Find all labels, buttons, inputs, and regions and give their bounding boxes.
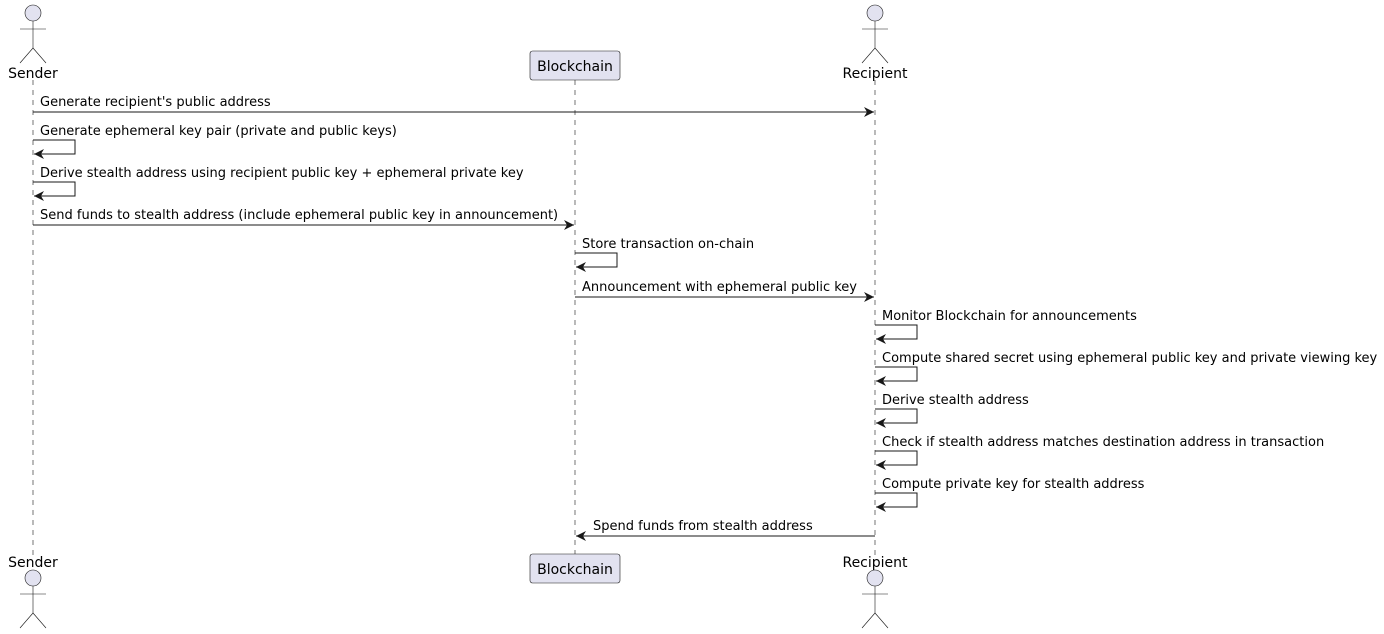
blockchain-bottom-box: Blockchain — [529, 553, 621, 584]
blockchain-top-box: Blockchain — [529, 50, 621, 81]
message-label: Derive stealth address using recipient p… — [40, 166, 524, 181]
message-label: Spend funds from stealth address — [593, 519, 813, 534]
message-5: Store transaction on-chain — [575, 237, 754, 272]
sender-bottom-actor-icon — [19, 569, 47, 629]
blockchain-bottom-box-label: Blockchain — [537, 562, 613, 578]
lifelines — [32, 80, 876, 556]
message-label: Generate ephemeral key pair (private and… — [40, 124, 397, 139]
self-message-arrow — [875, 450, 918, 470]
message-label: Store transaction on-chain — [582, 237, 754, 252]
message-1: Generate recipient's public address — [33, 95, 874, 117]
recipient-bottom-label: Recipient — [842, 555, 908, 571]
message-9: Derive stealth address — [875, 393, 1029, 428]
message-2: Generate ephemeral key pair (private and… — [33, 124, 397, 159]
self-message-arrow — [875, 492, 918, 512]
message-4: Send funds to stealth address (include e… — [33, 208, 574, 230]
messages: Generate recipient's public addressGener… — [33, 95, 1378, 541]
message-label: Announcement with ephemeral public key — [582, 280, 857, 295]
message-11: Compute private key for stealth address — [875, 477, 1145, 512]
message-label: Derive stealth address — [882, 393, 1029, 408]
recipient-top-label: Recipient — [842, 66, 908, 82]
message-12: Spend funds from stealth address — [576, 519, 875, 541]
self-message-arrow — [33, 139, 76, 159]
message-label: Compute shared secret using ephemeral pu… — [882, 351, 1378, 366]
message-label: Check if stealth address matches destina… — [882, 435, 1324, 450]
sender-top-actor-icon — [19, 4, 47, 64]
message-10: Check if stealth address matches destina… — [875, 435, 1324, 470]
sender-bottom-label: Sender — [8, 555, 58, 571]
message-label: Generate recipient's public address — [40, 95, 271, 110]
sender-top-label: Sender — [8, 66, 58, 82]
message-label: Compute private key for stealth address — [882, 477, 1145, 492]
recipient-bottom-actor-icon — [861, 569, 889, 629]
self-message-arrow — [875, 324, 918, 344]
message-8: Compute shared secret using ephemeral pu… — [875, 351, 1378, 386]
message-label: Monitor Blockchain for announcements — [882, 309, 1137, 324]
self-message-arrow — [875, 408, 918, 428]
blockchain-top-box-label: Blockchain — [537, 59, 613, 75]
self-message-arrow — [875, 366, 918, 386]
message-6: Announcement with ephemeral public key — [575, 280, 874, 302]
message-label: Send funds to stealth address (include e… — [40, 208, 558, 223]
message-7: Monitor Blockchain for announcements — [875, 309, 1137, 344]
self-message-arrow — [575, 252, 618, 272]
self-message-arrow — [33, 181, 76, 201]
participant-heads: SenderSenderBlockchainBlockchainRecipien… — [8, 4, 908, 629]
recipient-top-actor-icon — [861, 4, 889, 64]
message-3: Derive stealth address using recipient p… — [33, 166, 524, 201]
